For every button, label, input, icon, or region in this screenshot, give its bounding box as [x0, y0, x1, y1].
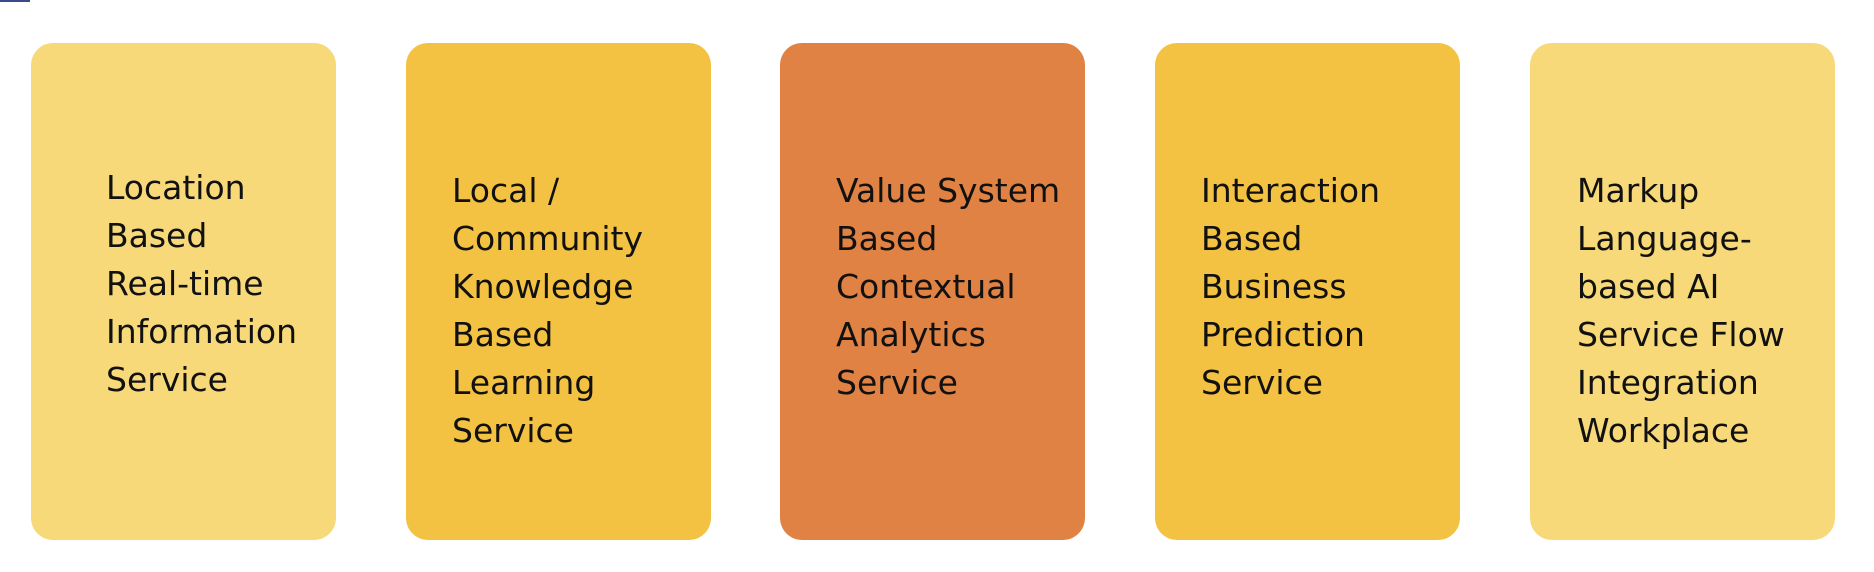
card-line: Service Flow — [1577, 315, 1785, 354]
card-line: Service — [836, 363, 958, 402]
card-knowledge-learning-service-text: Local / Community Knowledge Based Learni… — [452, 167, 643, 455]
card-line: Prediction — [1201, 315, 1365, 354]
card-value-analytics-service: Value System Based Contextual Analytics … — [780, 43, 1085, 540]
card-line: Contextual — [836, 267, 1016, 306]
card-line: Community — [452, 219, 643, 258]
card-line: based AI — [1577, 267, 1720, 306]
card-line: Real-time — [106, 264, 264, 303]
card-line: Learning — [452, 363, 596, 402]
card-interaction-prediction-service-text: Interaction Based Business Prediction Se… — [1201, 167, 1380, 407]
card-line: Knowledge — [452, 267, 634, 306]
card-location-service-text: Location Based Real-time Information Ser… — [106, 164, 297, 404]
card-line: Based — [1201, 219, 1303, 258]
card-line: Based — [452, 315, 554, 354]
card-line: Integration — [1577, 363, 1759, 402]
card-markup-ai-workplace-text: Markup Language- based AI Service Flow I… — [1577, 167, 1785, 455]
card-location-service: Location Based Real-time Information Ser… — [31, 43, 336, 540]
card-knowledge-learning-service: Local / Community Knowledge Based Learni… — [406, 43, 711, 540]
card-line: Language- — [1577, 219, 1752, 258]
card-interaction-prediction-service: Interaction Based Business Prediction Se… — [1155, 43, 1460, 540]
card-line: Service — [452, 411, 574, 450]
card-line: Service — [1201, 363, 1323, 402]
card-line: Value System — [836, 171, 1061, 210]
card-markup-ai-workplace: Markup Language- based AI Service Flow I… — [1530, 43, 1835, 540]
card-line: Local / — [452, 171, 560, 210]
card-line: Business — [1201, 267, 1347, 306]
card-line: Location — [106, 168, 246, 207]
card-line: Markup — [1577, 171, 1700, 210]
card-line: Workplace — [1577, 411, 1750, 450]
card-line: Based — [106, 216, 208, 255]
card-line: Analytics — [836, 315, 986, 354]
corner-mark — [0, 0, 30, 2]
card-value-analytics-service-text: Value System Based Contextual Analytics … — [836, 167, 1060, 407]
card-line: Information — [106, 312, 298, 351]
card-line: Service — [106, 360, 228, 399]
card-line: Interaction — [1201, 171, 1381, 210]
card-line: Based — [836, 219, 938, 258]
